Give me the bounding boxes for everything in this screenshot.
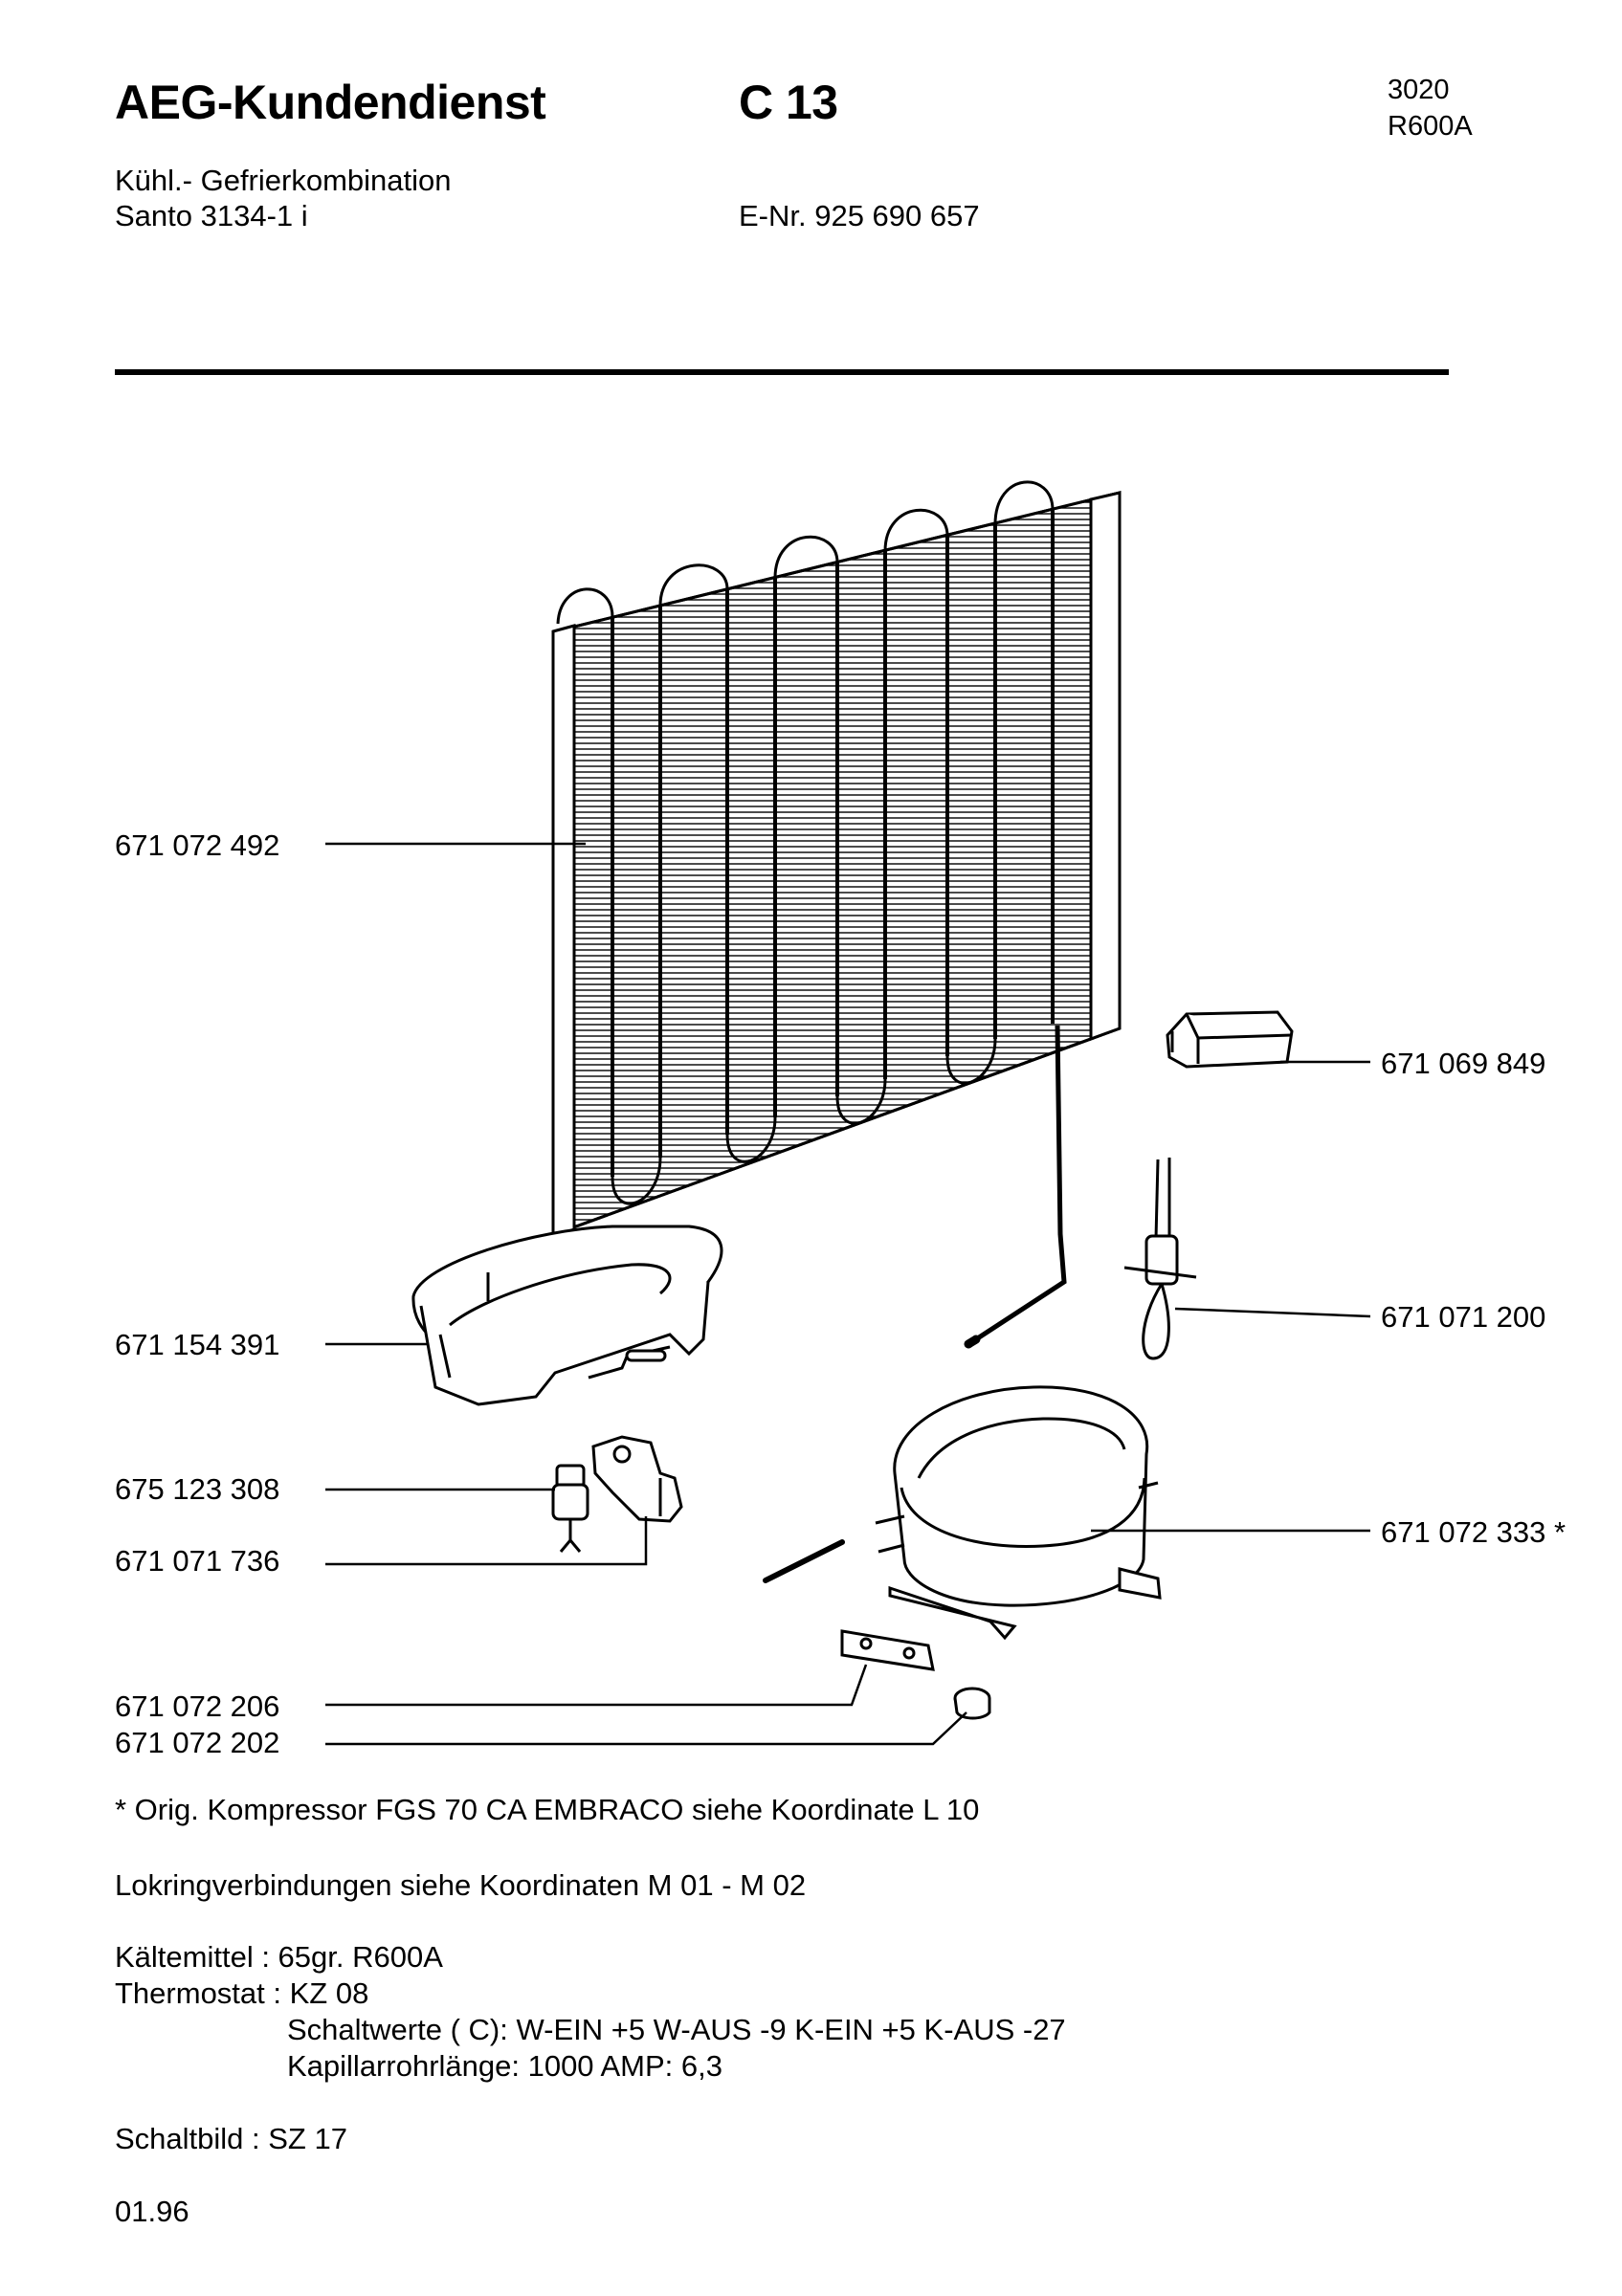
thermostat-line: Thermostat : KZ 08 [115,1976,369,2010]
part-label-bracket: 671 071 736 [115,1544,280,1578]
part-label-starter-relay: 671 071 200 [1381,1300,1546,1334]
compressor-note: * Orig. Kompressor FGS 70 CA EMBRACO sie… [115,1793,980,1826]
leader-mount-plate [325,1664,868,1707]
part-label-condenser: 671 072 492 [115,828,280,862]
header-rule [115,369,1449,375]
part-label-compressor: 671 072 333 * [1381,1515,1566,1549]
part-label-clip: 671 069 849 [1381,1047,1546,1080]
starter-relay-illustration [1123,1158,1197,1360]
leader-bracket [325,1516,648,1566]
brand-title: AEG-Kundendienst [115,76,546,129]
refrigerant-line: Kältemittel : 65gr. R600A [115,1940,443,1974]
part-label-rubber-foot: 671 072 202 [115,1726,280,1759]
doc-number: 3020 [1388,75,1450,105]
e-number: E-Nr. 925 690 657 [739,199,980,232]
switch-values: Schaltwerte ( C): W-EIN +5 W-AUS -9 K-EI… [287,2013,1066,2046]
refrigerant-type: R600A [1388,111,1473,142]
part-label-dryer: 675 123 308 [115,1472,280,1506]
mount-plate-illustration [840,1629,935,1671]
capillary-length: Kapillarrohrlänge: 1000 AMP: 6,3 [287,2049,722,2083]
rubber-foot-illustration [953,1687,991,1720]
leader-rubber-foot [325,1711,967,1746]
model-name: Santo 3134-1 i [115,199,308,232]
dryer-illustration [551,1464,589,1553]
wiring-diagram: Schaltbild : SZ 17 [115,2122,347,2155]
lokring-note: Lokringverbindungen siehe Koordinaten M … [115,1868,807,1902]
product-type: Kühl.- Gefrierkombination [115,164,452,197]
clip-illustration [1166,1010,1294,1069]
part-label-mount-plate: 671 072 206 [115,1689,280,1723]
part-label-drip-tray: 671 154 391 [115,1328,280,1361]
condenser-illustration [551,480,1122,1349]
compressor-illustration [763,1385,1162,1641]
drip-tray-illustration [411,1225,723,1406]
leader-lines [325,842,1371,1746]
bracket-illustration [591,1435,683,1523]
document-date: 01.96 [115,2195,189,2228]
code-title: C 13 [739,76,838,129]
leader-starter-relay [1174,1307,1371,1318]
